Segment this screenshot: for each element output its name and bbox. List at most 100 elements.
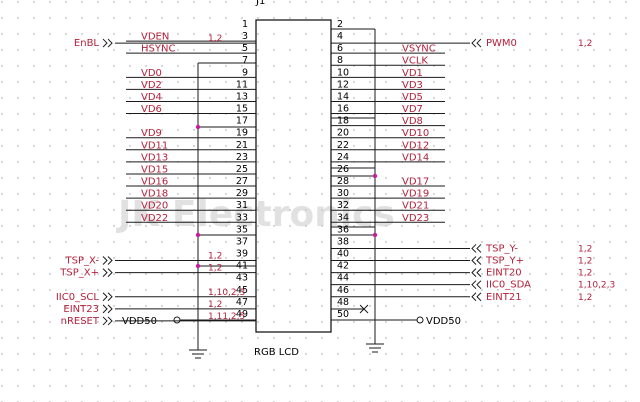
signal-label: VD4 bbox=[141, 92, 162, 103]
pin-number: 26 bbox=[337, 164, 349, 175]
pin-number: 8 bbox=[337, 55, 343, 66]
signal-label: VD6 bbox=[141, 104, 162, 115]
port-arrow-icon bbox=[471, 280, 477, 290]
port-arrow-icon bbox=[107, 304, 113, 314]
pin-number: 3 bbox=[242, 31, 248, 42]
pin-number: 4 bbox=[337, 31, 343, 42]
signal-label: VD20 bbox=[141, 201, 168, 212]
port-label: PWM0 bbox=[486, 38, 517, 49]
pin-number: 41 bbox=[236, 261, 248, 272]
signal-label: VCLK bbox=[402, 56, 428, 67]
port-arrow-icon bbox=[476, 292, 482, 302]
port-ref: 1,11,2,5 bbox=[208, 312, 245, 322]
port-arrow-icon bbox=[471, 292, 477, 302]
pin-number: 38 bbox=[337, 236, 349, 247]
signal-label: VD7 bbox=[402, 104, 423, 115]
pin-number: 24 bbox=[337, 152, 349, 163]
pin-number: 25 bbox=[236, 164, 248, 175]
pin-number: 40 bbox=[337, 249, 349, 260]
pin-number: 23 bbox=[236, 152, 248, 163]
port-label: nRESET bbox=[61, 316, 100, 327]
signal-label: VD11 bbox=[141, 140, 168, 151]
pin-number: 22 bbox=[337, 140, 349, 151]
port-ref: 1,2 bbox=[578, 293, 592, 303]
port-ref: 1,10,2,3 bbox=[208, 288, 245, 298]
pin-number: 19 bbox=[236, 128, 248, 139]
port-ref: 1,2 bbox=[578, 244, 592, 254]
signal-label: VSYNC bbox=[402, 44, 436, 55]
signal-label: VD12 bbox=[402, 140, 429, 151]
port-label: TSP_Y+ bbox=[485, 256, 524, 267]
signal-label: VD19 bbox=[402, 189, 429, 200]
signal-label: VD9 bbox=[141, 128, 162, 139]
watermark: JK Electronics bbox=[115, 194, 395, 235]
port-label: EINT21 bbox=[486, 292, 522, 303]
signal-label: VDEN bbox=[141, 32, 169, 43]
pin-number: 47 bbox=[236, 297, 248, 308]
pin-number: 20 bbox=[337, 128, 349, 139]
pin-number: 33 bbox=[236, 212, 248, 223]
port-arrow-icon bbox=[107, 292, 113, 302]
connector-designator: J1 bbox=[255, 0, 265, 7]
signal-label: VD3 bbox=[402, 80, 423, 91]
fixed-wiring bbox=[195, 28, 378, 350]
pin-number: 44 bbox=[337, 273, 349, 284]
port-ref: 1,2 bbox=[578, 39, 592, 49]
pin-number: 7 bbox=[242, 55, 248, 66]
pin-number: 13 bbox=[236, 91, 248, 102]
pin-number: 50 bbox=[337, 309, 349, 320]
port-arrow-icon bbox=[102, 38, 108, 48]
pin-number: 46 bbox=[337, 285, 349, 296]
pin-number: 17 bbox=[236, 116, 248, 127]
signal-label: VD10 bbox=[402, 128, 429, 139]
pin-number: 14 bbox=[337, 91, 349, 102]
power-label-right: VDD50 bbox=[426, 316, 461, 327]
signal-label: VD13 bbox=[141, 152, 168, 163]
port-label: IIC0_SDA bbox=[486, 280, 531, 291]
port-arrow-icon bbox=[102, 316, 108, 326]
pin-number: 36 bbox=[337, 224, 349, 235]
pin-number: 43 bbox=[236, 273, 248, 284]
port-arrow-icon bbox=[476, 280, 482, 290]
connector-name: RGB LCD bbox=[254, 347, 299, 358]
pin-number: 1 bbox=[242, 19, 248, 30]
pin-number: 45 bbox=[236, 285, 248, 296]
signal-label: VD18 bbox=[141, 189, 168, 200]
port-label: TSP_X+ bbox=[59, 268, 99, 279]
port-label: EINT23 bbox=[63, 304, 99, 315]
pin-number: 49 bbox=[236, 309, 248, 320]
pin-number: 29 bbox=[236, 188, 248, 199]
port-ref: 1,2 bbox=[208, 300, 222, 310]
pin-number: 30 bbox=[337, 188, 349, 199]
port-ref: 1,2 bbox=[208, 252, 222, 262]
port-arrow-icon bbox=[471, 244, 477, 253]
signal-label: VD17 bbox=[402, 177, 429, 188]
signal-label: VD1 bbox=[402, 68, 423, 79]
signal-nets: VDENHSYNCVD0VD2VD4VD6VD9VD11VD13VD15VD16… bbox=[126, 32, 445, 224]
signal-label: VD16 bbox=[141, 177, 168, 188]
ground-symbol-right bbox=[366, 343, 384, 353]
pin-number: 6 bbox=[337, 43, 343, 54]
port-ref: 1,2 bbox=[208, 264, 222, 274]
power-label-left: VDD50 bbox=[122, 316, 157, 327]
port-arrow-icon bbox=[476, 244, 482, 253]
port-arrow-icon bbox=[102, 292, 108, 302]
port-label: IIC0_SCL bbox=[56, 292, 100, 303]
port-arrow-icon bbox=[102, 268, 108, 277]
port-arrow-icon bbox=[102, 256, 108, 265]
signal-label: HSYNC bbox=[141, 44, 175, 55]
port-ref: 1,10,2,3 bbox=[578, 281, 615, 291]
signal-label: VD23 bbox=[402, 213, 429, 224]
pin-number: 21 bbox=[236, 140, 248, 151]
pin-number: 35 bbox=[236, 224, 248, 235]
pin-number: 12 bbox=[337, 79, 349, 90]
pin-number: 48 bbox=[337, 297, 349, 308]
power-port-right: VDD50 bbox=[331, 316, 461, 327]
port-ref: 1,2 bbox=[208, 34, 222, 44]
pin-number: 15 bbox=[236, 104, 248, 115]
port-arrow-icon bbox=[471, 38, 477, 48]
port-arrow-icon bbox=[107, 268, 113, 277]
